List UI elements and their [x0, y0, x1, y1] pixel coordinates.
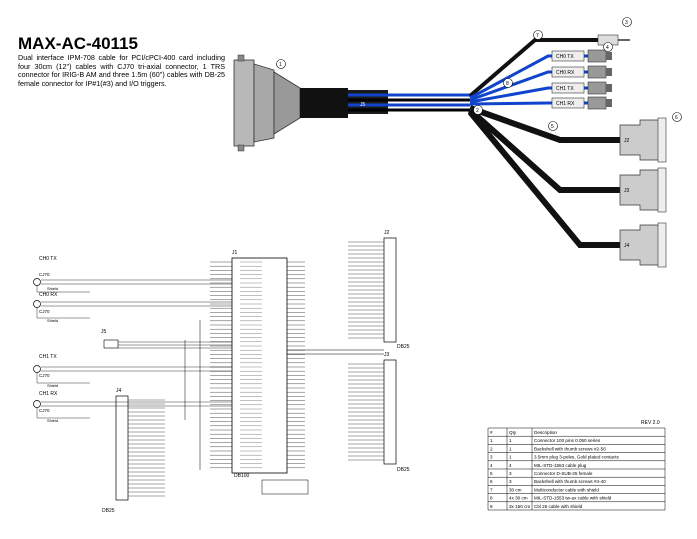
sch-ch0-rx-sub: CJ70: [39, 309, 50, 314]
bom-header-cell: #: [490, 430, 493, 435]
j4-cable-label: J4: [624, 243, 630, 249]
sch-ch0-rx-shield: Shield: [47, 318, 58, 323]
bom-cell: 3.5mm plug 3-poles, Gold plated contacts: [534, 455, 619, 460]
bom-cell: 2: [490, 446, 493, 451]
j4-db25-label: DB25: [102, 508, 115, 514]
bom-cell: 1: [509, 455, 512, 460]
callout-bubbles: 1 7 3 4 8 5 6 2: [276, 17, 682, 131]
bom-cell: 1: [490, 438, 493, 443]
callout-1: 1: [279, 62, 282, 68]
sch-ch1-rx-sub: CJ70: [39, 408, 50, 413]
sch-ch0-rx-name: CH0 RX: [39, 292, 58, 298]
j3-connector: [383, 359, 397, 465]
bom-cell: Backshell with thumb screws #4-40: [534, 479, 606, 484]
bom-cell: 3: [509, 471, 512, 476]
bom-cell: Cbl 25 cable with shield: [534, 504, 583, 509]
ch0-rx-label: CH0 RX: [556, 70, 575, 76]
bom-cell: Backshell with thumb screws #2-56: [534, 446, 606, 451]
ch0-tx-coax: [33, 278, 232, 293]
j2-cable-label: J2: [624, 138, 630, 144]
j2-label: J2: [384, 230, 390, 236]
callout-4: 4: [606, 45, 609, 51]
bom-header-cell: Description: [534, 430, 557, 435]
bom-cell: MIL-STD-1553 cable plug: [534, 463, 587, 468]
bom-cell: 9: [490, 504, 493, 509]
cj70-connectors: [551, 49, 612, 110]
j3-pin-lines: [348, 363, 384, 461]
bom-cell: Multiconductor cable with shield: [534, 487, 599, 492]
cable-illustration: J5 CH0 TX CH0 RX CH1 TX CH1 RX: [233, 17, 682, 268]
callout-3: 3: [625, 20, 628, 26]
j5-label: J5: [101, 329, 107, 335]
j3-label: J3: [384, 352, 390, 358]
ch0-rx-coax: [33, 300, 232, 319]
bom-cell: Connector 100 pins 0.050 series: [534, 438, 601, 443]
callout-6: 6: [675, 115, 678, 121]
j4-pin-lines: [128, 399, 165, 497]
j5-bundle-label: J5: [360, 102, 366, 108]
bom-cell: MIL-STD-1553 tw-ax cable with shield: [534, 496, 612, 501]
ch1-rx-label: CH1 RX: [556, 101, 575, 107]
j4-label: J4: [116, 388, 122, 394]
bom-cell: 7: [490, 487, 493, 492]
bom-cell: 3x 150 cm: [509, 504, 530, 509]
bom-cell: 6: [490, 479, 493, 484]
ch1-rx-coax: [33, 400, 232, 419]
bom-rev: REV 2.0: [641, 420, 660, 426]
diagram-title: MAX-AC-40115: [18, 34, 138, 53]
callout-8: 8: [506, 81, 509, 87]
sch-ch1-rx-shield: Shield: [47, 418, 58, 423]
bom-cell: 5: [490, 471, 493, 476]
sch-ch0-tx-shield: Shield: [47, 286, 58, 291]
sch-ch1-tx-sub: CJ70: [39, 373, 50, 378]
ch1-tx-coax: [33, 365, 232, 384]
callout-5: 5: [551, 124, 554, 130]
ch0-tx-label: CH0 TX: [556, 54, 574, 60]
db100-connector: [233, 54, 301, 152]
j1-part: DB100: [234, 473, 250, 479]
j3-cable-label: J3: [624, 188, 630, 194]
bom-cell: 3: [490, 455, 493, 460]
j2-pin-lines: [348, 241, 384, 339]
db25-connectors: [619, 117, 667, 268]
bom-cell: Connector D-SUB-25 female: [534, 471, 593, 476]
sch-ch1-tx-shield: Shield: [47, 383, 58, 388]
j1-label: J1: [232, 250, 238, 256]
note-box: [261, 479, 309, 495]
callout-7: 7: [536, 33, 539, 39]
sch-ch0-tx-name: CH0 TX: [39, 256, 57, 262]
callout-2: 2: [476, 108, 479, 114]
ch1-tx-label: CH1 TX: [556, 86, 574, 92]
bom-cell: 8: [490, 496, 493, 501]
sch-ch1-rx-name: CH1 RX: [39, 391, 58, 397]
bom-cell: 4: [509, 463, 512, 468]
schematic: J1 DB100 J2 DB25 J3 DB25 J4 DB25 J5: [33, 230, 410, 514]
bom-cell: 30 cm: [509, 487, 522, 492]
bom-table: REV 2.0 # Qty Description 1 1 Connector 100 p…: [487, 420, 666, 511]
main-bundle-stripes: [348, 93, 470, 112]
bom-cell: 4: [490, 463, 493, 468]
j3-db25-label: DB25: [397, 467, 410, 473]
j5-trs-jack: [103, 339, 232, 349]
j4-connector: [115, 395, 129, 501]
j1-pin-lines: [210, 261, 305, 468]
j1-connector-block: [231, 257, 288, 474]
sch-ch0-tx-sub: CJ70: [39, 272, 50, 277]
bom-cell: 1: [509, 446, 512, 451]
bom-cell: 4x 30 cm: [509, 496, 528, 501]
j2-connector: [383, 237, 397, 343]
bom-header-cell: Qty: [509, 430, 517, 435]
bom-cell: 3: [509, 479, 512, 484]
sch-ch1-tx-name: CH1 TX: [39, 354, 57, 360]
j2-db25-label: DB25: [397, 344, 410, 350]
diagram-description: Dual interface IPM-708 cable for PCI/cPC…: [18, 53, 225, 88]
bom-cell: 1: [509, 438, 512, 443]
